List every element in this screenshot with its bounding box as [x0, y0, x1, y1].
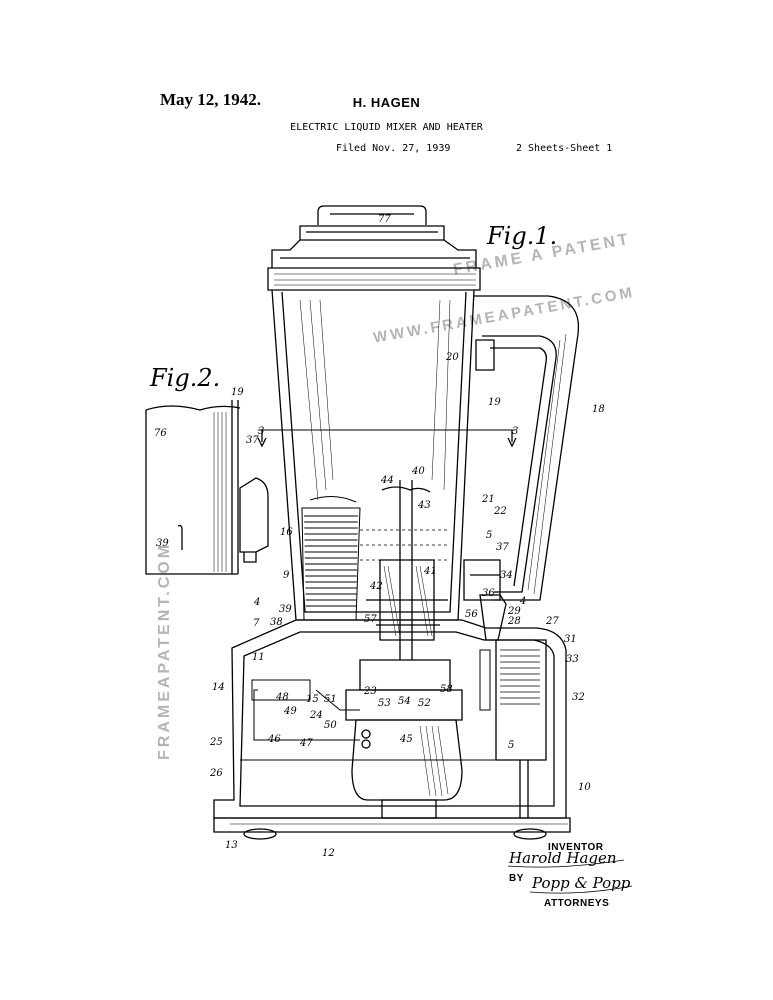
svg-text:54: 54 — [398, 696, 411, 707]
svg-text:10: 10 — [578, 782, 591, 793]
svg-text:39: 39 — [156, 538, 169, 549]
svg-text:19: 19 — [488, 397, 501, 408]
svg-text:25: 25 — [209, 737, 223, 748]
svg-text:4: 4 — [253, 597, 260, 608]
svg-text:50: 50 — [324, 720, 337, 731]
svg-text:34: 34 — [500, 570, 513, 581]
inventor-label: INVENTOR — [548, 842, 604, 853]
svg-text:39: 39 — [279, 604, 292, 615]
switch-wiring — [240, 649, 496, 761]
svg-text:52: 52 — [418, 698, 431, 709]
svg-text:4: 4 — [519, 596, 526, 607]
svg-text:47: 47 — [299, 738, 313, 749]
svg-text:26: 26 — [209, 768, 223, 779]
fig1-label: Fig.1. — [486, 222, 557, 250]
svg-text:31: 31 — [564, 634, 577, 645]
svg-text:51: 51 — [324, 694, 337, 705]
svg-text:12: 12 — [322, 848, 335, 859]
svg-text:49: 49 — [283, 706, 297, 717]
svg-text:77: 77 — [378, 214, 391, 225]
svg-text:53: 53 — [378, 698, 391, 709]
svg-text:Harold Hagen: Harold Hagen — [508, 849, 617, 867]
svg-text:40: 40 — [411, 466, 425, 477]
svg-text:44: 44 — [380, 475, 394, 486]
svg-text:33: 33 — [566, 654, 579, 665]
svg-text:22: 22 — [493, 506, 507, 517]
svg-text:46: 46 — [267, 734, 281, 745]
svg-text:13: 13 — [225, 840, 238, 851]
side-thermostat — [463, 559, 507, 641]
mixer-shaft — [366, 480, 448, 660]
motor-base — [213, 619, 571, 840]
svg-text:3: 3 — [512, 426, 518, 437]
inventor-signature: Harold Hagen — [507, 849, 625, 868]
svg-text:Popp & Popp: Popp & Popp — [531, 874, 631, 892]
patent-title: ELECTRIC LIQUID MIXER AND HEATER — [290, 122, 483, 133]
svg-text:7: 7 — [253, 618, 260, 629]
svg-text:36: 36 — [482, 588, 495, 599]
svg-text:45: 45 — [399, 734, 413, 745]
svg-text:42: 42 — [369, 581, 383, 592]
svg-text:19: 19 — [231, 387, 244, 398]
svg-text:57: 57 — [364, 614, 377, 625]
filed-date: Filed Nov. 27, 1939 — [336, 143, 451, 154]
svg-text:18: 18 — [592, 404, 605, 415]
svg-text:16: 16 — [280, 527, 293, 538]
inventor-name: H. HAGEN — [352, 95, 421, 110]
svg-text:37: 37 — [246, 435, 259, 446]
fig2-detail — [145, 400, 269, 575]
svg-text:5: 5 — [508, 740, 514, 751]
by-label: BY — [509, 873, 524, 884]
svg-text:37: 37 — [496, 542, 509, 553]
attorney-signature: Popp & Popp — [529, 874, 633, 894]
svg-text:27: 27 — [545, 616, 559, 627]
jar-handle — [474, 295, 580, 601]
svg-text:11: 11 — [252, 652, 265, 663]
svg-text:3: 3 — [258, 426, 264, 437]
jar-lid — [267, 205, 481, 291]
svg-text:21: 21 — [481, 494, 495, 505]
svg-text:38: 38 — [270, 617, 283, 628]
mixing-jar — [257, 289, 517, 621]
patent-date: May 12, 1942. — [160, 90, 262, 109]
svg-text:29: 29 — [507, 606, 521, 617]
svg-text:14: 14 — [212, 682, 225, 693]
svg-text:28: 28 — [507, 616, 521, 627]
svg-text:24: 24 — [309, 710, 323, 721]
svg-text:23: 23 — [363, 686, 377, 697]
svg-text:76: 76 — [154, 428, 167, 439]
attorneys-label: ATTORNEYS — [544, 898, 610, 909]
sheet-count: 2 Sheets-Sheet 1 — [516, 143, 613, 154]
svg-text:32: 32 — [572, 692, 585, 703]
svg-text:56: 56 — [465, 609, 478, 620]
svg-text:15: 15 — [306, 694, 319, 705]
svg-text:20: 20 — [445, 352, 459, 363]
svg-text:9: 9 — [283, 570, 290, 581]
svg-text:5: 5 — [486, 530, 492, 541]
svg-text:43: 43 — [417, 500, 431, 511]
reference-numerals: 77 20 19 18 3 3 44 40 43 21 22 5 37 16 9… — [154, 214, 605, 859]
fig2-label: Fig.2. — [149, 364, 220, 392]
svg-text:41: 41 — [423, 566, 437, 577]
svg-text:58: 58 — [440, 684, 453, 695]
svg-text:48: 48 — [275, 692, 289, 703]
